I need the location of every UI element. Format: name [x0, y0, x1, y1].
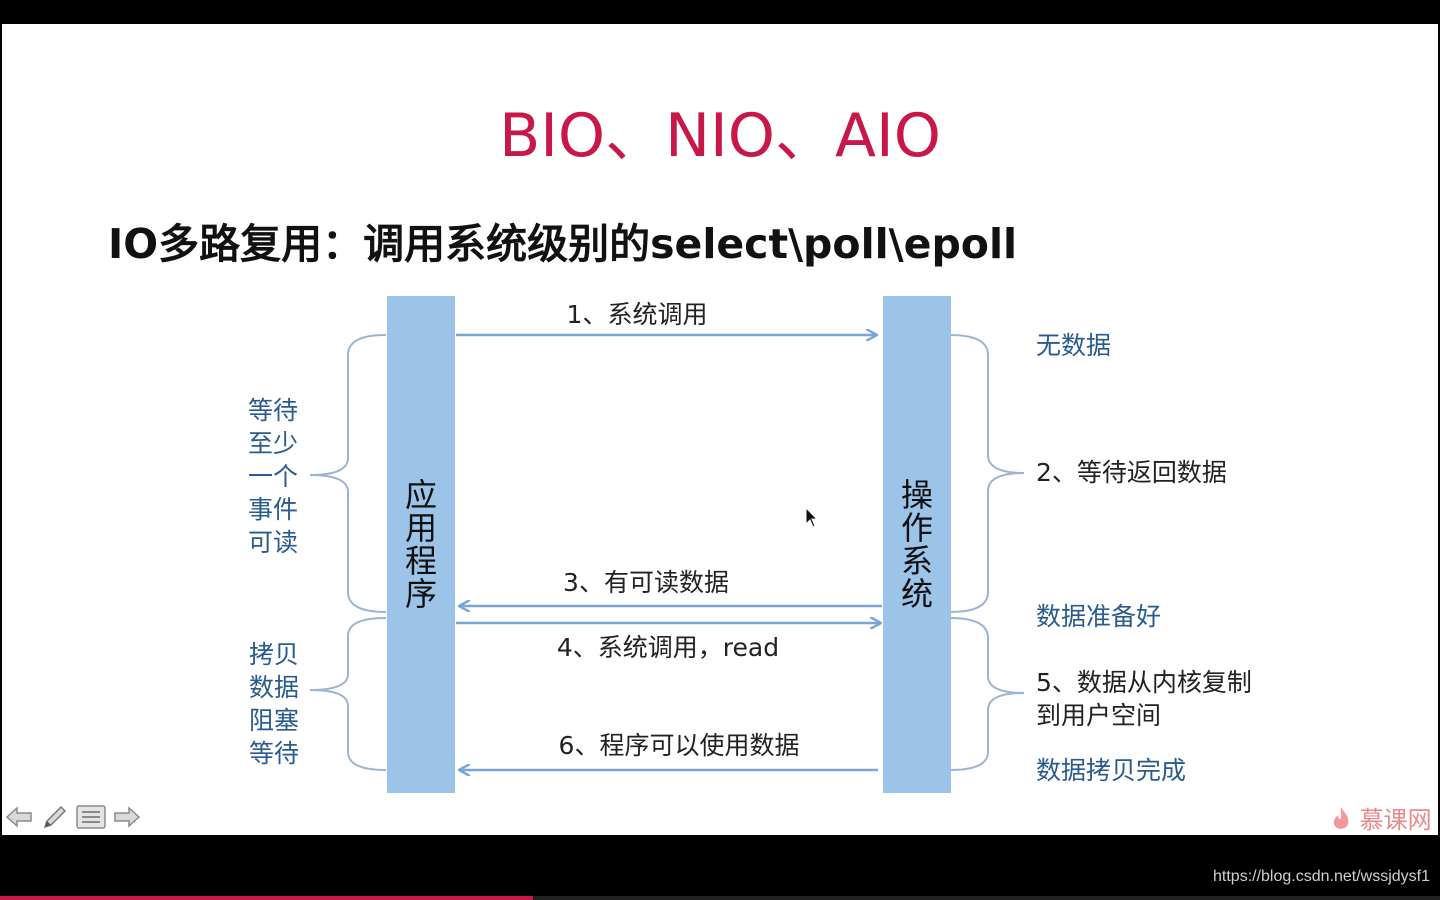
- menu-icon[interactable]: [76, 802, 106, 832]
- slide-title: BIO、NIO、AIO: [499, 101, 941, 171]
- source-url: https://blog.csdn.net/wssjdysf1: [1213, 868, 1430, 885]
- right-brace-top: [949, 334, 1025, 613]
- arrow-right-icon[interactable]: [112, 802, 142, 832]
- left-label-wait-event: 等待至少一个事件可读: [248, 396, 299, 557]
- app-label: 应用程序: [404, 475, 437, 613]
- left-brace-bottom: [309, 617, 387, 771]
- arrow-left-icon[interactable]: [4, 802, 34, 832]
- right-label-copy-done: 数据拷贝完成: [1036, 756, 1187, 785]
- slide-subtitle: IO多路复用：调用系统级别的select\poll\epoll: [108, 220, 1018, 268]
- arrow-3-label: 3、有可读数据: [563, 568, 729, 597]
- os-label: 操作系统: [900, 475, 933, 613]
- mouse-cursor-icon: [805, 507, 819, 528]
- video-progress[interactable]: [0, 896, 1440, 900]
- logo-text: 慕课网: [1359, 806, 1432, 834]
- arrow-1-label: 1、系统调用: [566, 300, 708, 329]
- left-brace-top: [309, 334, 387, 613]
- right-brace-bottom: [949, 617, 1025, 771]
- arrow-6-label: 6、程序可以使用数据: [558, 731, 800, 760]
- right-label-copy-kernel: 5、数据从内核复制到用户空间: [1036, 668, 1252, 730]
- video-progress-fill: [0, 896, 533, 900]
- left-label-copy-block: 拷贝数据阻塞等待: [249, 640, 300, 768]
- app-bar: 应用程序: [387, 296, 455, 793]
- pen-icon[interactable]: [40, 802, 70, 832]
- right-label-wait-return: 2、等待返回数据: [1036, 458, 1227, 487]
- arrow-4-label: 4、系统调用，read: [556, 633, 780, 662]
- right-label-no-data: 无数据: [1036, 331, 1112, 360]
- right-label-data-ready: 数据准备好: [1036, 602, 1162, 631]
- imooc-logo: 慕课网: [1330, 800, 1432, 835]
- flame-icon: [1333, 807, 1349, 829]
- slide: [2, 24, 1438, 835]
- os-bar: 操作系统: [883, 296, 951, 793]
